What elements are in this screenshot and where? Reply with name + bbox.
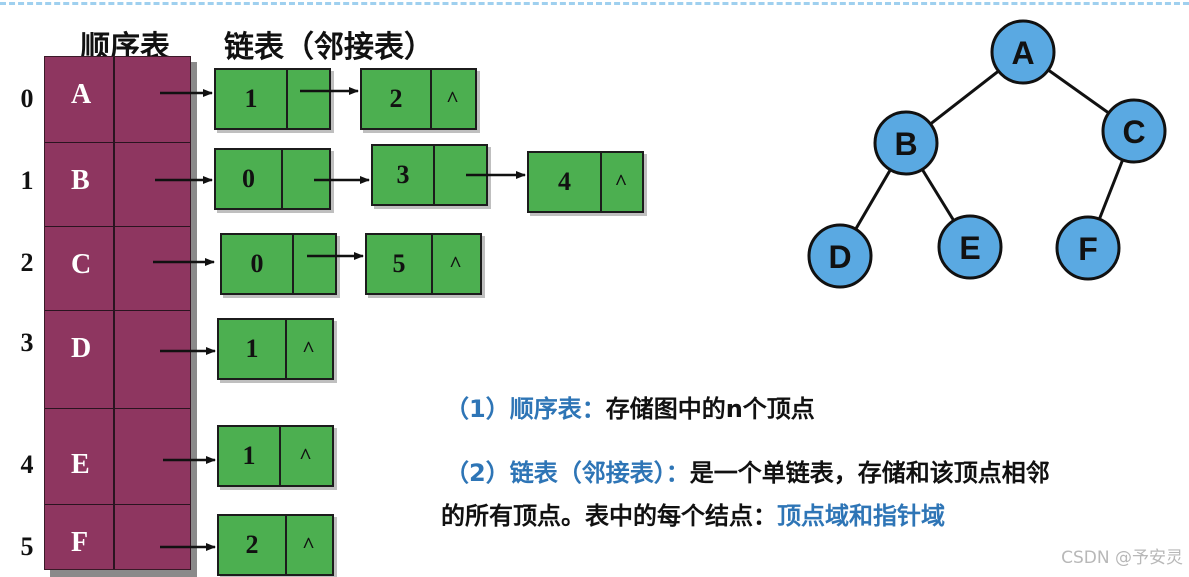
row-index-2: 2 [20, 248, 34, 277]
tree-node-d [807, 223, 873, 289]
list-node: 1 ^ [217, 318, 334, 380]
row-index-5: 5 [20, 532, 34, 561]
list-node: 1 ^ [217, 425, 334, 487]
description-text-1: 存储图中的n个顶点 [605, 395, 815, 423]
node-pointer-field: ^ [614, 169, 628, 194]
vertex-label-c: C [71, 249, 92, 280]
seq-row-e: E [45, 409, 190, 505]
vertex-label-b: B [71, 165, 90, 196]
node-data-field: 0 [222, 235, 294, 293]
vertex-label-d: D [71, 333, 92, 364]
vertex-label-e: E [71, 449, 90, 480]
top-dashed-border [0, 2, 1189, 5]
node-pointer-field: ^ [449, 251, 462, 276]
node-data-field: 1 [219, 320, 287, 378]
list-node: 5 ^ [365, 233, 482, 295]
vertex-label-a: A [71, 79, 92, 110]
tree-node-label-d: D [828, 239, 851, 275]
node-data-field: 3 [373, 146, 435, 204]
description-line-2: （2）链表（邻接表）：是一个单链表，存储和该顶点相邻 [445, 453, 1050, 488]
description-line-1: （1）顺序表：存储图中的n个顶点 [445, 389, 815, 424]
seq-row-b: B [45, 143, 190, 227]
row-index-4: 4 [20, 450, 34, 479]
list-node: 2 ^ [360, 68, 477, 130]
row-index-3: 3 [20, 328, 34, 357]
description-label-2: （2）链表（邻接表）： [445, 459, 690, 487]
node-pointer-field: ^ [299, 443, 312, 468]
description-text-2: 是一个单链表，存储和该顶点相邻 [689, 459, 1050, 487]
list-node: 0 [214, 148, 331, 210]
description-highlight: 顶点域和指针域 [777, 502, 945, 530]
node-data-field: 5 [367, 235, 433, 293]
node-data-field: 4 [529, 153, 602, 211]
description-line-3: 的所有顶点。表中的每个结点：顶点域和指针域 [441, 496, 945, 531]
description-text-3: 的所有顶点。表中的每个结点： [441, 502, 777, 530]
row-index-1: 1 [20, 166, 34, 195]
vertex-label-f: F [71, 527, 89, 558]
description-label-1: （1）顺序表： [445, 395, 606, 423]
seq-row-c: C [45, 227, 190, 311]
seq-row-d: D [45, 311, 190, 409]
node-data-field: 1 [216, 70, 288, 128]
node-pointer-field: ^ [446, 86, 459, 111]
tree-node-f [1055, 215, 1121, 281]
tree-node-label-b: B [894, 126, 917, 162]
tree-node-label-a: A [1011, 35, 1034, 71]
seq-row-f: F [45, 505, 190, 569]
node-data-field: 2 [219, 516, 287, 574]
list-node: 2 ^ [217, 514, 334, 576]
node-data-field: 2 [362, 70, 432, 128]
node-pointer-field: ^ [302, 336, 315, 361]
list-node: 1 [214, 68, 331, 130]
tree-node-c [1101, 98, 1167, 164]
linked-list-title: 链表（邻接表） [224, 30, 434, 65]
binary-tree: A B C D E F [807, 19, 1167, 289]
node-data-field: 0 [216, 150, 283, 208]
tree-node-label-e: E [959, 230, 980, 266]
sequential-table: A B C D E F [44, 56, 191, 570]
tree-node-a [990, 19, 1056, 85]
node-data-field: 1 [219, 427, 281, 485]
list-node: 0 [220, 233, 337, 295]
tree-node-e [937, 214, 1003, 280]
seq-row-a: A [45, 57, 190, 143]
row-index-0: 0 [20, 84, 34, 113]
pointer-arrows [153, 87, 526, 551]
node-pointer-field: ^ [302, 532, 315, 557]
tree-node-b [873, 110, 939, 176]
tree-node-label-c: C [1122, 114, 1145, 150]
watermark: CSDN @予安灵 [1061, 548, 1183, 568]
tree-node-label-f: F [1078, 231, 1098, 267]
list-node: 4 ^ [527, 151, 644, 213]
